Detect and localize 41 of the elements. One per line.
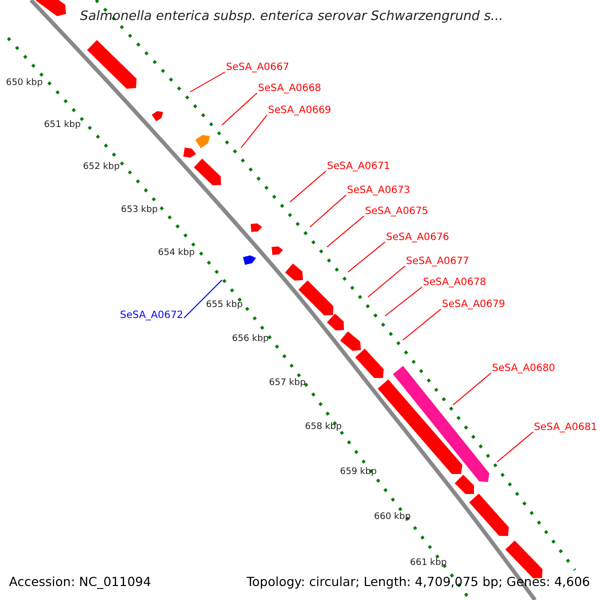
tick-label: 653 kbp: [121, 206, 158, 215]
leader-line: [452, 372, 492, 406]
accession-text: Accession: NC_011094: [9, 576, 152, 588]
gene-label: SeSA_A0673: [347, 186, 410, 196]
tick-label: 652 kbp: [83, 163, 120, 172]
gene-label: SeSA_A0681: [534, 423, 598, 433]
gene-label: SeSA_A0678: [423, 278, 486, 288]
gene-label: SeSA_A0668: [258, 84, 322, 94]
leader-line: [184, 280, 222, 318]
genome-info-text: Topology: circular; Length: 4,709,075 bp; Genes: 4,606: [246, 576, 590, 588]
tick-label: 655 kbp: [206, 301, 243, 310]
gene-label: SeSA_A0676: [386, 233, 450, 243]
tick-label: 658 kbp: [305, 423, 342, 432]
tick-label: 650 kbp: [6, 79, 43, 88]
leader-line: [326, 216, 364, 248]
leader-line: [190, 72, 226, 92]
tick-label: 651 kbp: [44, 121, 81, 130]
gene-label: SeSA_A0680: [492, 364, 556, 374]
leader-line: [496, 432, 534, 462]
map-title: Salmonella enterica subsp. enterica serovar Schwarzengrund s...: [80, 10, 504, 23]
leader-line: [384, 286, 422, 316]
tick-label: 660 kbp: [374, 513, 411, 522]
gene-label: SeSA_A0671: [327, 162, 390, 172]
leader-line: [310, 194, 346, 228]
tick-label: 656 kbp: [232, 335, 269, 344]
gene-label: SeSA_A0675: [365, 207, 428, 217]
gene-label: SeSA_A0679: [442, 300, 506, 310]
leader-line: [402, 308, 442, 340]
gene-label: SeSA_A0669: [268, 106, 332, 116]
tick-label: 657 kbp: [269, 379, 306, 388]
leader-line: [240, 114, 268, 148]
leader-line: [348, 242, 386, 272]
gene-label: SeSA_A0672: [120, 311, 184, 321]
leader-line: [368, 266, 406, 298]
tick-label: 661 kbp: [410, 559, 447, 568]
gene-label: SeSA_A0677: [406, 257, 470, 267]
gene-label: SeSA_A0667: [226, 63, 290, 73]
leader-line: [222, 92, 258, 126]
tick-label: 654 kbp: [158, 249, 195, 258]
tick-label: 659 kbp: [340, 468, 377, 477]
leader-line: [290, 170, 326, 202]
